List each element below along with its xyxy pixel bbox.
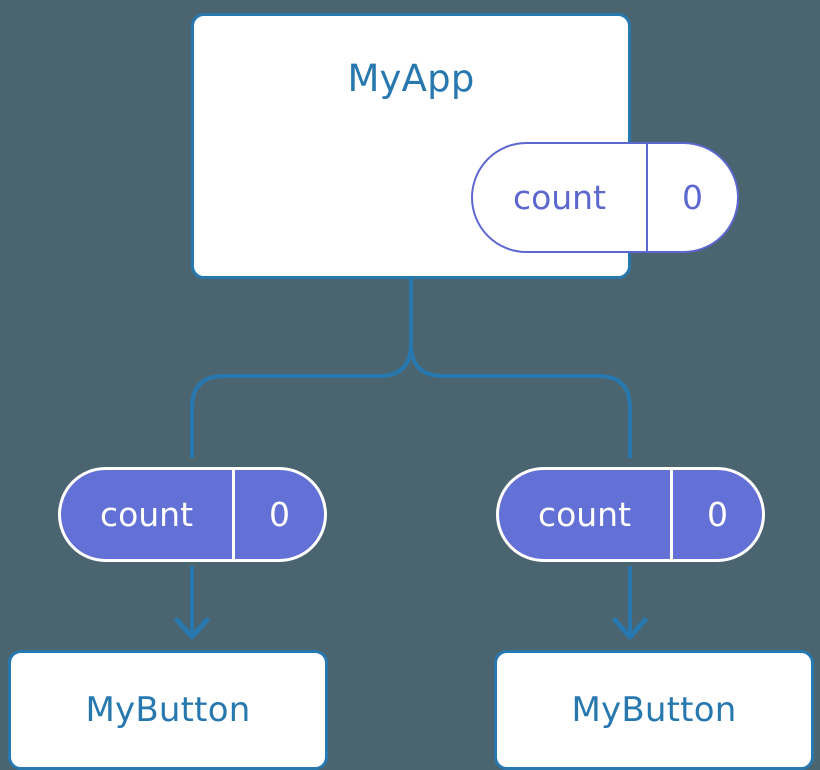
node-mybutton-left[interactable]: MyButton: [8, 650, 328, 770]
prop-pill-left[interactable]: count 0: [58, 467, 327, 562]
connector-branch-right: [409, 343, 632, 458]
prop-pill-right-key: count: [499, 470, 673, 559]
arrowhead-left-icon: [174, 617, 210, 640]
node-myapp[interactable]: MyApp count 0: [191, 13, 739, 279]
arrowhead-right-icon: [612, 617, 648, 640]
mybutton-left-label: MyButton: [85, 690, 251, 730]
state-pill-value: 0: [682, 178, 703, 217]
connector-branch-left: [190, 343, 413, 458]
prop-pill-right-value: 0: [707, 495, 728, 534]
myapp-label: MyApp: [347, 57, 475, 100]
mybutton-right-label: MyButton: [571, 690, 737, 730]
prop-pill-left-key: count: [61, 470, 235, 559]
prop-pill-right[interactable]: count 0: [496, 467, 765, 562]
state-pill-key: count: [473, 144, 648, 251]
node-mybutton-right[interactable]: MyButton: [494, 650, 814, 770]
state-pill-myapp[interactable]: count 0: [471, 142, 739, 253]
prop-pill-left-value: 0: [269, 495, 290, 534]
